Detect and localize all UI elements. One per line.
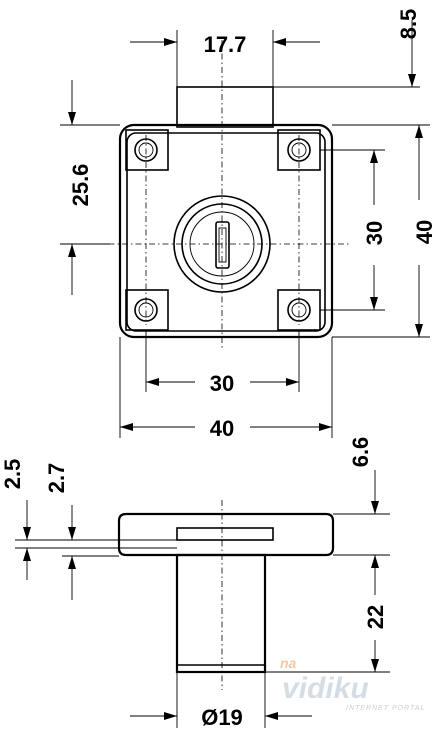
dim-body-width: 40 xyxy=(210,416,234,441)
latch-block xyxy=(176,86,274,128)
dim-width-top: 17.7 xyxy=(204,32,247,57)
latch-slot xyxy=(176,527,274,541)
dim-cylinder-diameter: Ø19 xyxy=(201,705,243,730)
dim-plate-thickness: 6.6 xyxy=(348,437,373,468)
dimension-labels: 17.7 8.5 25.6 30 40 30 40 2.5 2.7 6.6 22… xyxy=(0,9,434,730)
dim-plate-gap-1: 2.5 xyxy=(0,459,25,490)
dim-hole-spacing-vertical: 30 xyxy=(362,221,387,245)
lock-body-outer xyxy=(118,123,334,339)
lock-body-inner xyxy=(126,132,326,332)
side-view xyxy=(117,500,335,690)
watermark-brand: vidiku xyxy=(282,672,369,705)
watermark-prefix: na xyxy=(280,655,297,671)
dim-body-height: 40 xyxy=(412,220,434,244)
dim-hole-spacing-horizontal: 30 xyxy=(210,371,234,396)
mounting-hole-top-left xyxy=(125,129,169,171)
mounting-hole-bottom-left xyxy=(125,289,169,331)
dim-plate-gap-2: 2.7 xyxy=(44,463,69,494)
keyhole-icon xyxy=(215,221,230,269)
mounting-plate xyxy=(117,512,335,557)
watermark-tagline: INTERNET PORTAL xyxy=(346,705,425,712)
watermark-logo: na vidiku INTERNET PORTAL xyxy=(280,655,425,712)
cylinder-body xyxy=(175,553,267,674)
dim-height-left: 25.6 xyxy=(68,164,93,207)
side-dimension-lines xyxy=(15,470,390,728)
dim-height-top: 8.5 xyxy=(396,9,421,40)
front-view xyxy=(95,40,350,350)
dim-cylinder-length: 22 xyxy=(363,605,388,629)
front-dimension-lines xyxy=(60,20,430,438)
